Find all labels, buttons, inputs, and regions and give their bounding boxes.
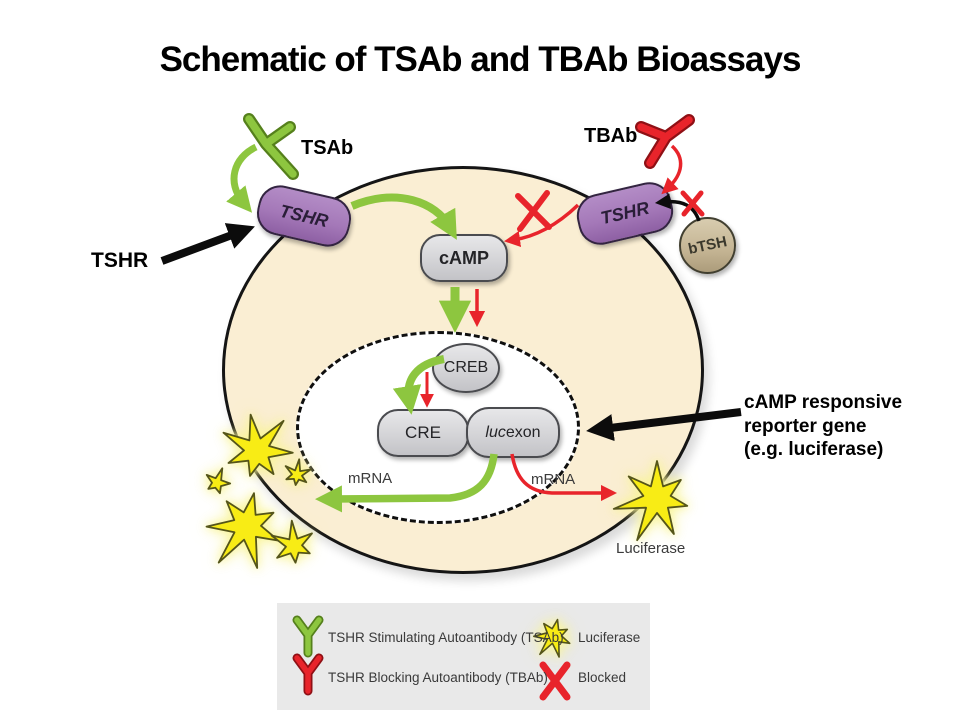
tsab-antibody-icon: [292, 615, 324, 658]
luciferase-label: Luciferase: [616, 540, 686, 557]
arrow-tshr-callout: [160, 223, 255, 265]
tsab-antibody-icon: [243, 113, 299, 180]
luciferase-star-icon: [270, 519, 313, 564]
tbab-label: TBAb: [584, 125, 638, 147]
luc-exon-node: luc exon: [466, 407, 560, 458]
camp-label: cAMP: [438, 247, 489, 268]
tshr-callout-label: TSHR: [91, 249, 149, 272]
tbab-antibody-icon: [292, 653, 324, 696]
exon-label: exon: [505, 423, 541, 441]
cre-label: CRE: [405, 423, 441, 442]
luciferase-star-icon: [532, 618, 571, 658]
luciferase-star-icon: [205, 467, 232, 495]
reporter-callout-line3: (e.g. luciferase): [744, 439, 884, 460]
mrna-right-label: mRNA: [531, 471, 576, 488]
reporter-callout-line2: reporter gene: [744, 415, 867, 437]
reporter-callout-line1: cAMP responsive: [744, 392, 903, 413]
tsab-label: TSAb: [301, 137, 354, 159]
legend: TSHR Stimulating Autoantibody (TSAb) TSH…: [277, 603, 650, 710]
tshr-receptor-right: TSHR: [572, 177, 678, 250]
luciferase-star-icon: [205, 492, 280, 569]
blocked-x-btsh: [680, 190, 705, 217]
btsh-ligand: bTSH: [679, 217, 736, 274]
blocked-x-icon: [539, 661, 571, 701]
cre-node: CRE: [377, 409, 469, 457]
page-title: Schematic of TSAb and TBAb Bioassays: [159, 40, 802, 79]
tbab-antibody-icon: [635, 114, 695, 169]
arrow-tsab-to-tshr: [226, 143, 258, 213]
btsh-label: bTSH: [686, 233, 729, 258]
tshr-left-label: TSHR: [277, 200, 331, 231]
legend-label-tsab: TSHR Stimulating Autoantibody (TSAb): [328, 630, 564, 645]
arrow-tbab-to-tshr: [661, 144, 683, 195]
tshr-receptor-left: TSHR: [252, 181, 356, 251]
camp-node: cAMP: [420, 234, 508, 282]
legend-label-tbab: TSHR Blocking Autoantibody (TBAb): [328, 670, 548, 685]
luc-label: luc: [485, 423, 506, 441]
legend-label-blocked: Blocked: [578, 670, 627, 685]
mrna-left-label: mRNA: [348, 470, 393, 487]
creb-node: CREB: [432, 343, 500, 393]
legend-icons: [292, 615, 571, 701]
tshr-right-label: TSHR: [598, 197, 652, 229]
creb-label: CREB: [443, 359, 489, 376]
legend-label-luciferase: Luciferase: [578, 630, 641, 645]
reporter-callout-label: cAMP responsive reporter gene (e.g. luci…: [744, 391, 902, 462]
